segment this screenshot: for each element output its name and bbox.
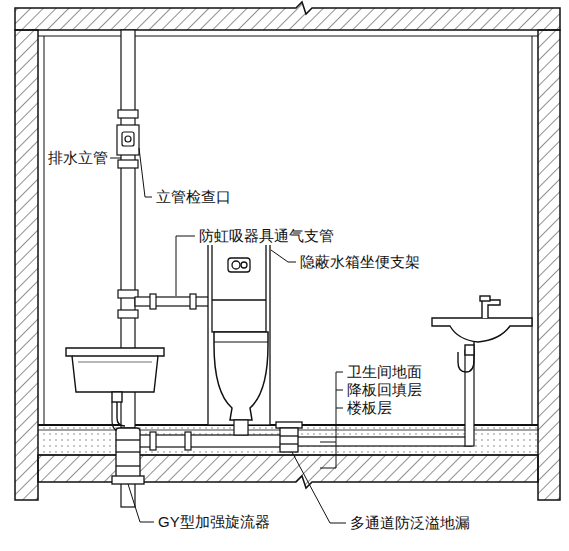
drain-stack: [117, 30, 139, 507]
backfill-label: 降板回填层: [345, 381, 424, 399]
floor-drain: [276, 422, 302, 452]
drain-label: 多通道防泛溢地漏: [348, 514, 472, 532]
mop-sink: [66, 348, 164, 426]
swirl-device: [112, 428, 144, 484]
cistern-frame: [208, 240, 270, 425]
wash-basin: [432, 296, 532, 372]
wall-lines: [38, 36, 538, 425]
leader-lines: [108, 148, 346, 523]
stack-label: 排水立管: [46, 149, 110, 167]
floor-lines: [38, 425, 538, 455]
floor-label: 卫生间地面: [345, 363, 424, 381]
swirl-label: GY型加强旋流器: [156, 513, 272, 531]
toilet-bowl: [214, 332, 268, 420]
inspection-label: 立管检查口: [154, 188, 233, 206]
backfill-layer: [38, 425, 538, 455]
toilet-seat: [214, 342, 268, 343]
vent-label: 防虹吸器具通气支管: [197, 227, 336, 245]
slab-label: 楼板层: [345, 399, 394, 417]
frame-label: 隐蔽水箱坐便支架: [298, 253, 422, 271]
vent-branch: [135, 294, 210, 309]
walls: [15, 2, 560, 500]
recess-pipes: [135, 350, 474, 450]
